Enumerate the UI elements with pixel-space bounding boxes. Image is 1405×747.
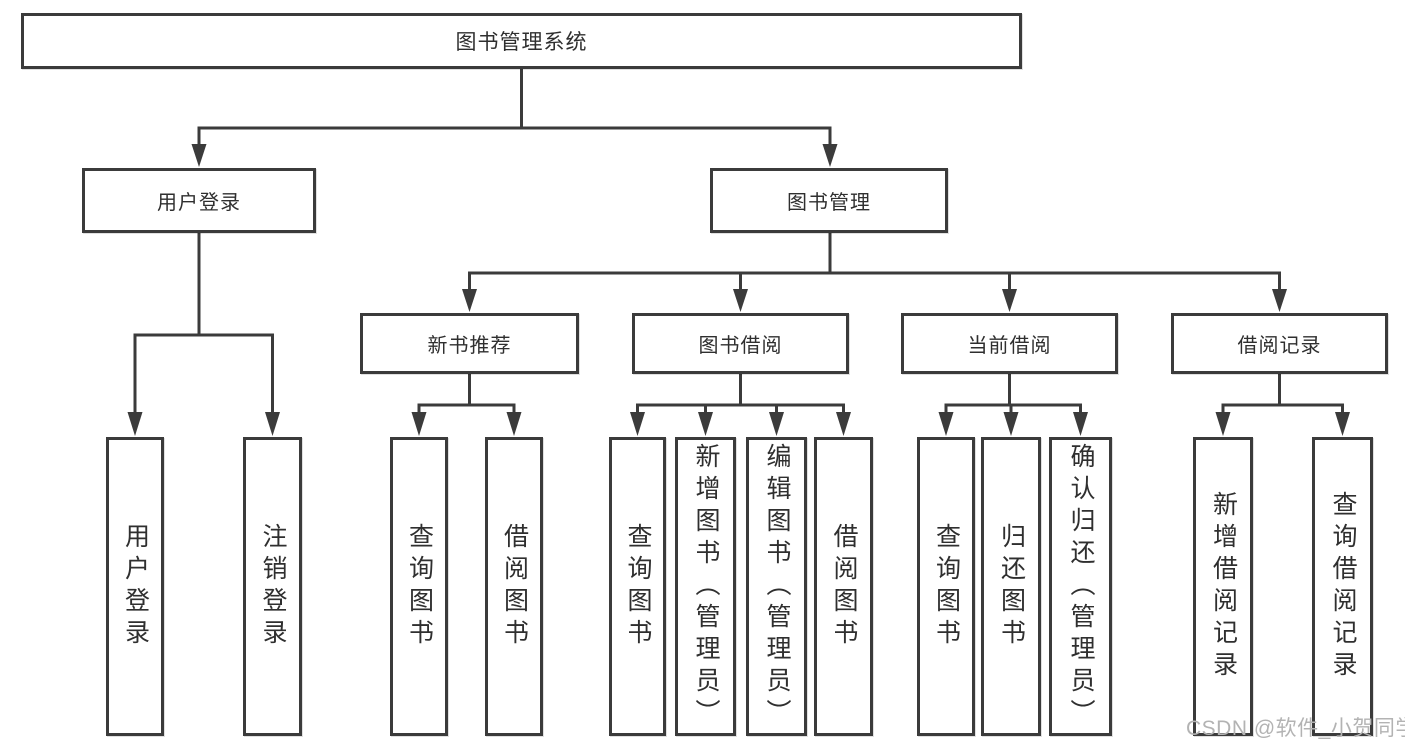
node-new-book-recommend: 新书推荐 — [360, 313, 579, 374]
leaf-logout: 注销登录 — [243, 437, 302, 736]
node-label: 当前借阅 — [967, 335, 1052, 357]
csdn-watermark: CSDN @软件_小贺同学 — [1186, 717, 1405, 740]
leaf-query-borrow-record: 查询借阅记录 — [1312, 437, 1373, 736]
node-label: 用户登录 — [157, 192, 241, 214]
leaf-label: 借阅图书 — [830, 522, 858, 651]
leaf-user-login: 用户登录 — [106, 437, 164, 736]
leaf-query-books-current: 查询图书 — [917, 437, 975, 736]
node-current-borrow: 当前借阅 — [901, 313, 1118, 374]
connector-borrow-records-branch — [1215, 374, 1350, 436]
connector-book-borrow-branch — [630, 374, 851, 436]
leaf-label: 新增借阅记录 — [1209, 490, 1238, 683]
leaf-edit-books-admin: 编辑图书（管理员） — [746, 437, 807, 736]
leaf-label: 注销登录 — [259, 522, 287, 651]
connector-new-book-branch — [411, 374, 522, 436]
leaf-borrow-books: 借阅图书 — [814, 437, 873, 736]
leaf-add-borrow-record: 新增借阅记录 — [1193, 437, 1253, 736]
leaf-borrow-books-recommend: 借阅图书 — [485, 437, 543, 736]
node-user-login: 用户登录 — [82, 168, 316, 233]
leaf-label: 查询图书 — [932, 522, 961, 651]
leaf-query-books-recommend: 查询图书 — [390, 437, 448, 736]
node-label: 图书管理系统 — [455, 31, 588, 54]
leaf-label: 用户登录 — [121, 522, 150, 651]
leaf-label: 借阅图书 — [500, 522, 529, 651]
node-label: 新书推荐 — [427, 335, 512, 357]
node-borrow-records: 借阅记录 — [1171, 313, 1388, 374]
node-label: 图书借阅 — [698, 335, 783, 357]
leaf-label: 确认归还（管理员） — [1067, 442, 1095, 731]
leaf-return-books: 归还图书 — [981, 437, 1041, 736]
node-label: 图书管理 — [787, 192, 871, 214]
leaf-confirm-return-admin: 确认归还（管理员） — [1049, 437, 1112, 736]
leaf-label: 查询借阅记录 — [1329, 490, 1357, 683]
node-label: 借阅记录 — [1237, 335, 1322, 357]
connector-user-login-branch — [127, 233, 280, 436]
leaf-label: 编辑图书（管理员） — [763, 442, 791, 731]
connector-book-management-branch — [462, 233, 1287, 312]
leaf-label: 新增图书（管理员） — [692, 442, 720, 731]
leaf-query-books-borrow: 查询图书 — [609, 437, 666, 736]
connector-current-borrow-branch — [938, 374, 1088, 436]
leaf-add-books-admin: 新增图书（管理员） — [675, 437, 736, 736]
leaf-label: 查询图书 — [405, 522, 434, 651]
connector-root-to-level2 — [191, 69, 838, 167]
node-book-borrow: 图书借阅 — [632, 313, 849, 374]
leaf-label: 查询图书 — [624, 522, 652, 651]
node-book-management: 图书管理 — [710, 168, 948, 233]
node-library-system: 图书管理系统 — [21, 13, 1022, 69]
leaf-label: 归还图书 — [997, 522, 1026, 651]
